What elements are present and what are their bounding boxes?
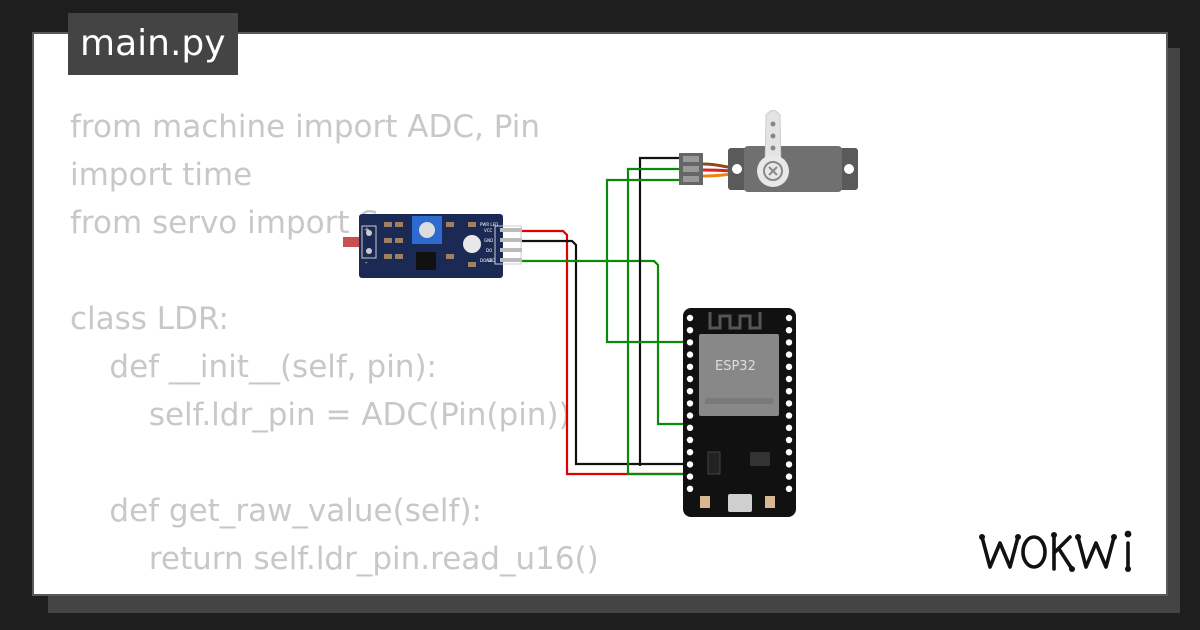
esp32-pin[interactable]	[686, 351, 694, 358]
esp32-pin[interactable]	[785, 436, 793, 444]
pin-label-do: DO	[486, 248, 492, 253]
pin-label-vcc: VCC	[484, 228, 493, 233]
esp32-pin[interactable]	[785, 327, 793, 334]
esp32-pin[interactable]	[785, 400, 793, 407]
esp32-pin[interactable]	[686, 375, 694, 383]
wire-black	[638, 156, 679, 466]
pin-label-gnd: GND	[484, 238, 493, 243]
preview-card: from machine import ADC, Pin import time…	[32, 32, 1168, 596]
usb-port	[728, 494, 752, 512]
file-tab[interactable]: main.py	[68, 13, 238, 75]
esp32-pin[interactable]	[785, 388, 793, 395]
esp32-pin[interactable]	[686, 400, 694, 407]
esp32-pin[interactable]	[785, 485, 793, 492]
esp32-pin[interactable]	[686, 339, 694, 346]
pwr-led-label: PWR LED	[480, 222, 498, 227]
servo-motor[interactable]	[679, 110, 858, 193]
code-preview: from machine import ADC, Pin import time…	[34, 34, 1166, 594]
esp32-pin[interactable]	[686, 327, 694, 334]
code-line: import time	[70, 157, 253, 193]
esp32-pin[interactable]	[686, 449, 694, 456]
esp32-pin[interactable]	[686, 388, 694, 395]
wokwi-logo	[979, 530, 1132, 572]
ldr-board	[359, 214, 503, 278]
esp32-label: ESP32	[715, 359, 756, 374]
esp32-pin[interactable]	[686, 473, 694, 480]
antenna	[708, 312, 762, 330]
ldr-minus-label: -	[365, 259, 368, 267]
esp32-pin[interactable]	[686, 412, 694, 419]
esp32-pin[interactable]	[785, 314, 793, 322]
esp32-pin[interactable]	[785, 473, 793, 480]
code-line: return self.ldr_pin.read_u16()	[70, 541, 599, 577]
esp32-pin[interactable]	[785, 412, 793, 419]
ldr-module[interactable]: + - PWR LED DO LED VCC GND DO AO	[343, 214, 522, 278]
pin-label-ao: AO	[486, 258, 492, 263]
code-line: def get_raw_value(self):	[70, 493, 482, 529]
esp32-pin[interactable]	[686, 363, 694, 370]
esp32-pin[interactable]	[785, 461, 793, 468]
code-line: class LDR:	[70, 301, 229, 337]
wire-black	[521, 239, 790, 466]
code-line: def __init__(self, pin):	[70, 349, 437, 385]
code-line: from machine import ADC, Pin	[70, 109, 540, 145]
esp32-pin[interactable]	[785, 339, 793, 346]
esp32-pin[interactable]	[686, 485, 694, 492]
esp32-pin[interactable]	[686, 436, 694, 444]
esp32-pin[interactable]	[785, 363, 793, 370]
esp32-pin[interactable]	[686, 314, 694, 322]
comparator-chip	[416, 252, 436, 270]
esp32-pin[interactable]	[686, 424, 694, 431]
esp32-pin[interactable]	[785, 424, 793, 431]
code-line: self.ldr_pin = ADC(Pin(pin))	[70, 397, 571, 433]
esp32-pin[interactable]	[785, 351, 793, 358]
esp32-shield	[699, 334, 779, 416]
esp32-pin[interactable]	[785, 449, 793, 456]
esp32-board[interactable]: ESP32	[683, 308, 796, 517]
photoresistor	[343, 237, 361, 247]
esp32-pin[interactable]	[785, 375, 793, 383]
do-led-label: DO LED	[480, 258, 495, 263]
wire-red	[521, 229, 690, 476]
wire-green	[521, 259, 690, 426]
ldr-plus-label: +	[364, 226, 370, 234]
esp32-pin[interactable]	[686, 461, 694, 468]
